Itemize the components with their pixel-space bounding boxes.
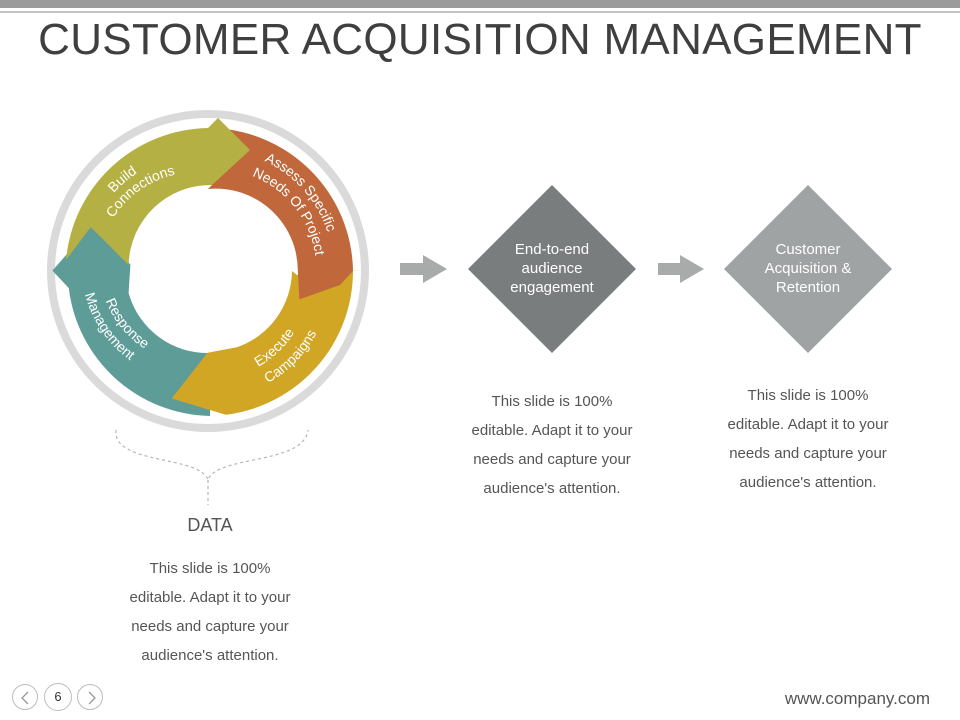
diamond-engagement-label: End-to-end audience engagement xyxy=(510,241,594,296)
top-rule-thin xyxy=(0,11,960,13)
segment-assess xyxy=(208,128,353,300)
next-slide-button[interactable] xyxy=(77,684,103,710)
segment-execute xyxy=(171,270,364,415)
engagement-description: This slide is 100% editable. Adapt it to… xyxy=(471,393,633,497)
retention-description: This slide is 100% editable. Adapt it to… xyxy=(727,387,889,491)
arrow-right-1 xyxy=(400,255,447,283)
footer-url: www.company.com xyxy=(784,689,930,708)
data-description: This slide is 100% editable. Adapt it to… xyxy=(129,560,291,664)
top-rule xyxy=(0,0,960,8)
chevron-left-icon xyxy=(21,691,29,705)
segment-build xyxy=(66,118,250,265)
arrow-right-2 xyxy=(658,255,704,283)
diamond-retention xyxy=(724,185,892,353)
data-heading: DATA xyxy=(187,515,233,535)
diamond-engagement xyxy=(468,185,636,353)
page-title: CUSTOMER ACQUISITION MANAGEMENT xyxy=(38,15,922,64)
diamond-retention-label: Customer Acquisition & Retention xyxy=(764,241,852,296)
page-number: 6 xyxy=(44,683,72,711)
previous-slide-button[interactable] xyxy=(12,684,38,710)
segment-response xyxy=(52,227,211,416)
data-brace xyxy=(115,429,309,505)
chevron-right-icon xyxy=(88,691,96,705)
